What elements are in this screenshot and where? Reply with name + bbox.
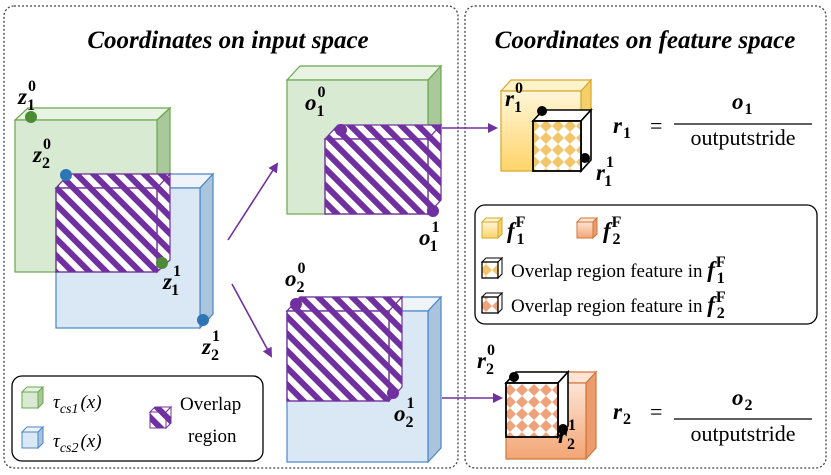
tau2-swatch-icon <box>20 425 45 450</box>
r2-1-dot <box>558 424 568 434</box>
input-space-panel <box>3 5 459 469</box>
feature1-overlap-cube <box>531 107 593 174</box>
r1-0-dot <box>537 106 547 116</box>
formula-r2-denominator: outputstride <box>690 421 795 446</box>
crop1-overlap-region <box>323 123 443 216</box>
formula-r1: r1 = o1 outputstride <box>613 89 812 150</box>
legend-tau1-label: τcs1(x) <box>53 392 102 417</box>
formula-r1-numerator: o1 <box>732 89 753 118</box>
formula-r1-denominator: outputstride <box>690 125 795 150</box>
f1-swatch-icon <box>480 216 504 240</box>
o1-1-dot <box>427 205 439 217</box>
feature-legend-box <box>474 204 818 325</box>
svg-text:=: = <box>650 399 662 424</box>
z1-1-dot <box>156 257 168 269</box>
arrow-to-crop1 <box>227 162 279 241</box>
legend-overlap-line1: Overlap <box>180 394 241 415</box>
formula-r2-numerator: o2 <box>732 385 753 414</box>
z2-0-dot <box>60 169 72 181</box>
svg-text:r1: r1 <box>613 113 631 142</box>
input-space-title: Coordinates on input space <box>87 27 368 54</box>
svg-text:=: = <box>650 113 662 138</box>
o1-0-dot <box>335 124 347 136</box>
z1-0-dot <box>25 111 37 123</box>
r1-1-dot <box>580 153 590 163</box>
f2-swatch-icon <box>575 216 599 240</box>
o2-1-dot <box>387 387 399 399</box>
legend-overlap-line2: region <box>188 426 237 447</box>
z2-1-dot <box>197 314 209 326</box>
feature-space-title: Coordinates on feature space <box>495 27 796 54</box>
feature-space-panel <box>464 5 827 469</box>
view-legend-box <box>11 375 264 462</box>
svg-text:r2: r2 <box>613 399 631 428</box>
o2-0-dot <box>290 298 302 310</box>
tau1-swatch-icon <box>20 385 45 410</box>
input-overlap-region <box>54 172 172 274</box>
feature2-overlap-cube <box>504 369 570 440</box>
arrow-to-crop2 <box>231 283 272 358</box>
overlap-swatch-icon <box>148 405 173 430</box>
overlap-f1-swatch-icon <box>480 256 504 280</box>
formula-r2: r2 = o2 outputstride <box>613 385 812 446</box>
legend-tau2-label: τcs2(x) <box>53 431 102 456</box>
overlap-f2-swatch-icon <box>480 291 504 315</box>
crop2-overlap-region <box>285 295 404 403</box>
r2-0-dot <box>509 372 519 382</box>
